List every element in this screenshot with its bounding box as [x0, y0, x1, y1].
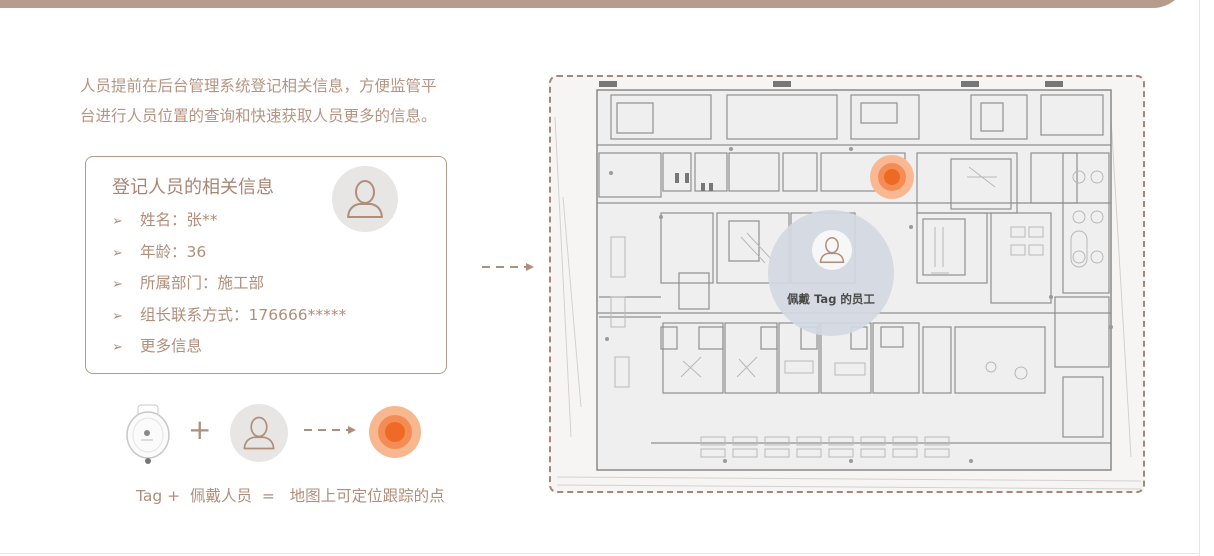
location-dot-icon [870, 155, 914, 199]
dashed-arrow-icon [304, 426, 356, 434]
right-divider [1199, 0, 1200, 556]
card-title: 登记人员的相关信息 [112, 177, 274, 198]
map-frame: 佩戴 Tag 的员工 [549, 75, 1145, 493]
tag-device-icon [126, 404, 170, 464]
plus-sign: + [188, 413, 212, 446]
avatar [332, 166, 398, 232]
bullet-arrow-icon: ➢ [112, 308, 123, 324]
person-info-card: 登记人员的相关信息 ➢ 姓名：张** ➢ 年龄：36 ➢ 所属部门：施工部 ➢ 组长联系… [85, 156, 447, 374]
info-name: 姓名：张** [140, 211, 218, 229]
info-department: 所属部门：施工部 [140, 274, 265, 292]
dashed-arrow-icon [482, 263, 534, 271]
info-contact: 组长联系方式：176666***** [140, 305, 347, 324]
employee-marker[interactable]: 佩戴 Tag 的员工 [768, 210, 894, 336]
person-icon [819, 236, 845, 264]
list-item[interactable]: ➢ 更多信息 [112, 331, 346, 363]
list-item: ➢ 所属部门：施工部 [112, 268, 346, 300]
bullet-arrow-icon: ➢ [112, 277, 123, 292]
info-list: ➢ 姓名：张** ➢ 年龄：36 ➢ 所属部门：施工部 ➢ 组长联系方式：176666*… [112, 205, 346, 363]
header-banner [0, 0, 1187, 8]
intro-text: 人员提前在后台管理系统登记相关信息，方便监管平 台进行人员位置的查询和快速获取人… [80, 71, 500, 131]
bottom-divider [0, 553, 1200, 554]
intro-line-1: 人员提前在后台管理系统登记相关信息，方便监管平 [80, 77, 437, 95]
bullet-arrow-icon: ➢ [112, 245, 123, 261]
list-item: ➢ 组长联系方式：176666***** [112, 300, 346, 332]
employee-label: 佩戴 Tag 的员工 [787, 292, 875, 306]
more-info-link[interactable]: 更多信息 [140, 337, 203, 355]
person-icon [347, 180, 383, 218]
list-item: ➢ 年龄：36 [112, 237, 346, 269]
avatar [230, 404, 288, 462]
info-age: 年龄：36 [140, 242, 207, 261]
intro-line-2: 台进行人员位置的查询和快速获取人员更多的信息。 [80, 107, 437, 125]
bullet-arrow-icon: ➢ [112, 214, 123, 229]
location-dot-icon [369, 406, 421, 458]
avatar [812, 230, 852, 270]
person-icon [243, 416, 275, 450]
list-item: ➢ 姓名：张** [112, 205, 346, 237]
equation-caption: Tag + 佩戴人员 = 地图上可定位跟踪的点 [136, 487, 445, 505]
bullet-arrow-icon: ➢ [112, 340, 123, 355]
